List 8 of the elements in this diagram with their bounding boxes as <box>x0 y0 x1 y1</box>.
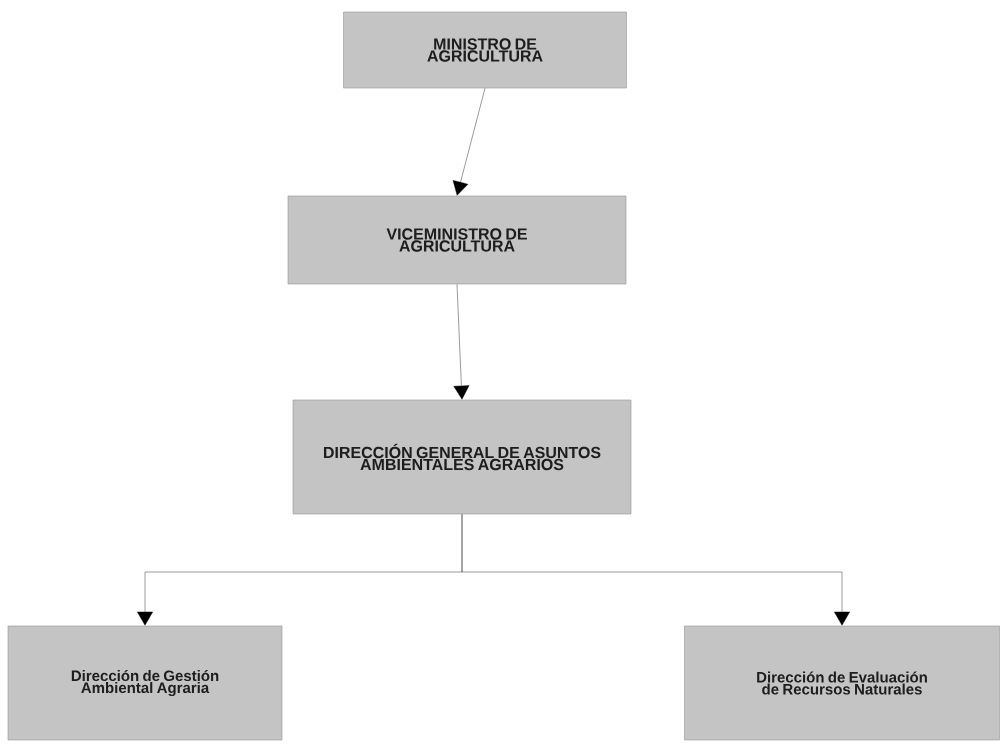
org-box: Dirección de Gestión Ambiental Agraria <box>7 625 283 741</box>
org-box: Dirección de Evaluación de Recursos Naturales <box>684 625 1000 741</box>
arrow <box>461 514 850 626</box>
org-box: VICEMINISTRO DE AGRICULTURA <box>287 195 627 285</box>
org-box: DIRECCIÓN GENERAL DE ASUNTOS AMBIENTALES AGRARIOS <box>292 399 632 515</box>
arrow <box>452 88 486 196</box>
org-box: MINISTRO DE AGRICULTURA <box>343 11 627 89</box>
arrow <box>453 284 470 400</box>
